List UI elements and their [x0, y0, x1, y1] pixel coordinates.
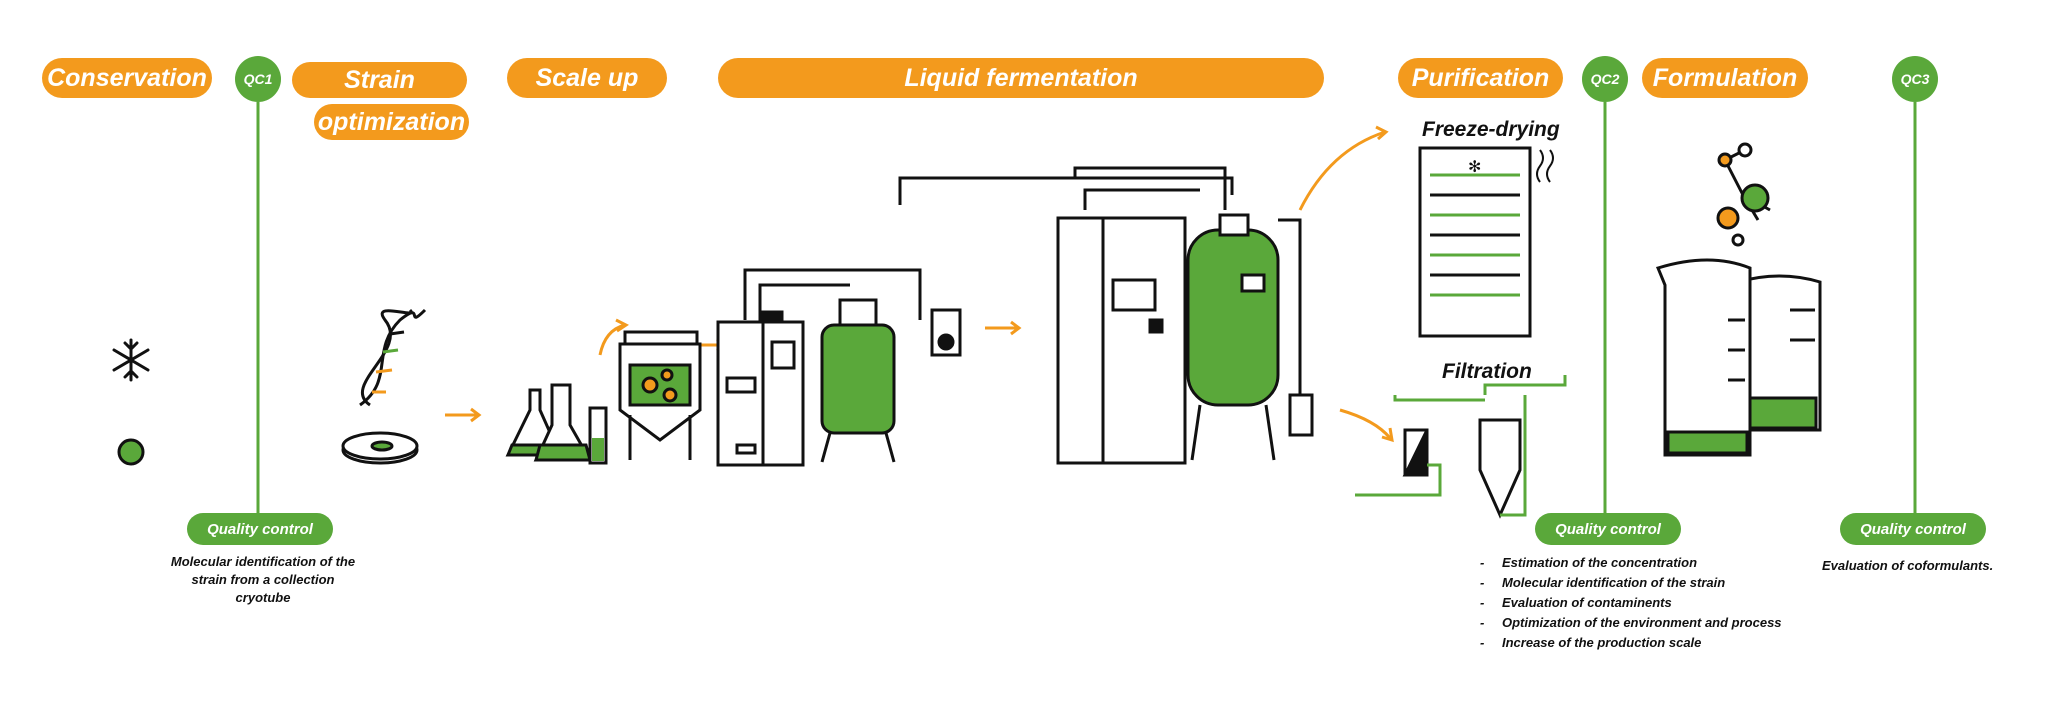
dna-helix-icon — [359, 308, 427, 407]
colony-dot-icon — [117, 438, 145, 466]
qc-lines — [256, 102, 1917, 515]
stage-strain-line1: Strain — [292, 62, 467, 98]
qc3-note: Evaluation of coformulants. — [1822, 558, 1994, 573]
qc2-item: Optimization of the environment and proc… — [1480, 613, 1840, 633]
stage-scale-up: Scale up — [507, 58, 667, 98]
large-bioreactor-icon — [898, 166, 1314, 465]
medium-bioreactor-icon — [716, 268, 962, 467]
lab-flasks-icon — [505, 383, 608, 465]
qc2-item: Estimation of the concentration — [1480, 553, 1840, 573]
qc1-note: Molecular identification of the strain f… — [170, 554, 356, 605]
filtration-label: Filtration — [1442, 360, 1532, 383]
qc2-item: Increase of the production scale — [1480, 633, 1840, 653]
qc3-marker: QC3 — [1892, 56, 1938, 102]
stage-formulation: Formulation — [1642, 58, 1808, 98]
freeze-drying-label: Freeze-drying — [1422, 118, 1560, 141]
qc2-quality-control-label: Quality control — [1535, 513, 1681, 545]
filtration-unit-icon — [1355, 375, 1567, 519]
beakers-icon — [1655, 258, 1822, 457]
qc2-item: Molecular identification of the strain — [1480, 573, 1840, 593]
qc2-item: Evaluation of contaminents — [1480, 593, 1840, 613]
snowflake-icon — [112, 338, 150, 382]
small-bioreactor-icon — [618, 330, 702, 460]
stage-liquid-fermentation: Liquid fermentation — [718, 58, 1324, 98]
petri-dish-icon — [341, 431, 419, 465]
stage-conservation: Conservation — [42, 58, 212, 98]
freeze-dryer-icon: ✻ — [1418, 146, 1554, 338]
qc1-quality-control-label: Quality control — [187, 513, 333, 545]
molecule-icon — [1716, 142, 1771, 247]
stage-strain-line2: optimization — [314, 104, 469, 140]
qc2-marker: QC2 — [1582, 56, 1628, 102]
qc1-marker: QC1 — [235, 56, 281, 102]
stage-purification: Purification — [1398, 58, 1563, 98]
qc2-checklist: Estimation of the concentration Molecula… — [1480, 553, 1840, 653]
qc3-quality-control-label: Quality control — [1840, 513, 1986, 545]
svg-text:✻: ✻ — [1468, 157, 1481, 176]
